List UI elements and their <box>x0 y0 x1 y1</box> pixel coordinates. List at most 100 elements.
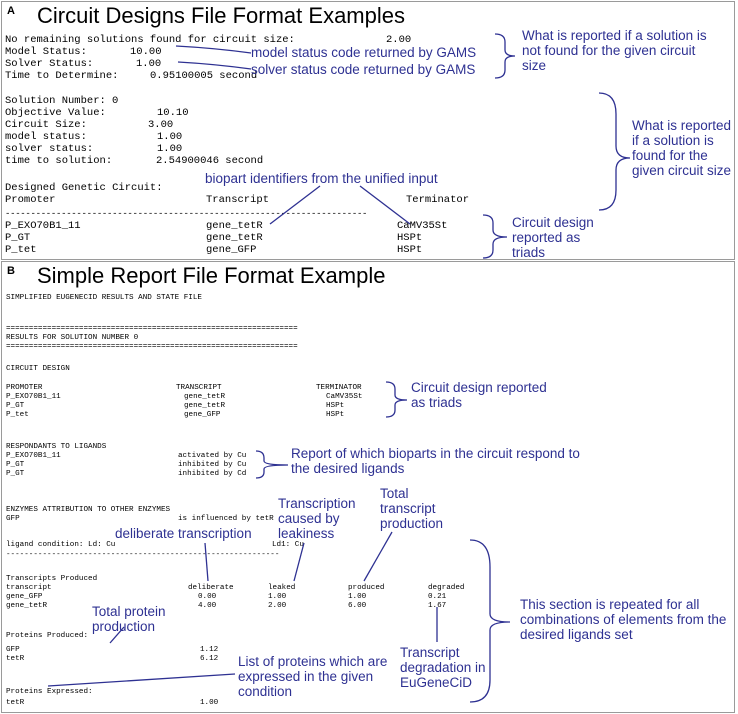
tp-row-2-degraded: 1.67 <box>428 602 447 610</box>
circuit-design-line: CIRCUIT DESIGN <box>6 365 70 373</box>
annotation-total-protein: Total protein production <box>92 604 166 634</box>
row-1-promoter: P_EXO70B1_11 <box>5 220 81 232</box>
tp-header-degraded: degraded <box>428 584 465 592</box>
cd-row-2-transcript: gene_tetR <box>184 402 226 410</box>
proteins-expressed-line: Proteins Expressed: <box>6 688 93 696</box>
header-terminator: Terminator <box>406 194 470 206</box>
model-status-2-label: model status: <box>5 131 87 143</box>
cd-row-1-terminator: CaMV35St <box>326 393 363 401</box>
pe-row-1-value: 1.00 <box>200 699 219 707</box>
row-2-promoter: P_GT <box>5 232 31 244</box>
annotation-expressed: List of proteins which are expressed in … <box>238 654 388 699</box>
time-determine-value: 0.95100005 second <box>150 70 258 82</box>
tp-row-2-produced: 6.00 <box>348 602 367 610</box>
tp-row-1-name: gene_GFP <box>6 593 43 601</box>
no-solution-label: No remaining solutions found for circuit… <box>5 34 295 46</box>
model-status-value: 10.00 <box>130 46 162 58</box>
annotation-bioparts: biopart identifiers from the unified inp… <box>205 171 438 186</box>
row-2-terminator: HSPt <box>397 232 423 244</box>
resp-row-2-part: P_GT <box>6 461 25 469</box>
annotation-leakiness: Transcription caused by leakiness <box>278 496 356 541</box>
pp-row-1-value: 1.12 <box>200 646 219 654</box>
designed-circuit-label: Designed Genetic Circuit: <box>5 182 163 194</box>
panel-a: A Circuit Designs File Format Examples N… <box>1 1 735 260</box>
tp-header-transcript: transcript <box>6 584 52 592</box>
annotation-total-transcript: Total transcript production <box>380 486 444 531</box>
tp-row-1-leaked: 1.00 <box>268 593 287 601</box>
cd-header-promoter: PROMOTER <box>6 384 43 392</box>
cd-row-2-terminator: HSPt <box>326 402 345 410</box>
enzymes-line: ENZYMES ATTRIBUTION TO OTHER ENZYMES <box>6 506 171 514</box>
pp-row-1-name: GFP <box>6 646 20 654</box>
solver-status-label: Solver Status: <box>5 58 94 70</box>
row-1-terminator: CaMV35St <box>397 220 448 232</box>
annotation-degradation: Transcript degradation in EuGeneCiD <box>400 645 486 690</box>
objective-value-value: 10.10 <box>157 107 189 119</box>
transcripts-produced-line: Transcripts Produced <box>6 575 98 583</box>
cd-row-3-terminator: HSPt <box>326 411 345 419</box>
row-2-transcript: gene_tetR <box>206 232 263 244</box>
cd-header-terminator: TERMINATOR <box>316 384 362 392</box>
time-solution-label: time to solution: <box>5 155 113 167</box>
annotation-triads-a: Circuit design reported as triads <box>512 215 594 260</box>
tp-row-1-produced: 1.00 <box>348 593 367 601</box>
row-3-terminator: HSPt <box>397 244 423 256</box>
annotation-deliberate: deliberate transcription <box>115 526 252 541</box>
resp-row-3-effect: inhibited by Cd <box>178 470 247 478</box>
tp-row-2-deliberate: 4.00 <box>198 602 217 610</box>
tp-row-2-leaked: 2.00 <box>268 602 287 610</box>
tp-row-1-deliberate: 0.00 <box>198 593 217 601</box>
cd-row-3-promoter: P_tet <box>6 411 29 419</box>
cd-row-2-promoter: P_GT <box>6 402 25 410</box>
panel-b-title: Simple Report File Format Example <box>37 263 386 288</box>
dash-line-b: ----------------------------------------… <box>6 551 280 559</box>
time-determine-label: Time to Determine: <box>5 70 119 82</box>
panel-b: B Simple Report File Format Example SIMP… <box>1 261 735 713</box>
model-status-label: Model Status: <box>5 46 87 58</box>
proteins-produced-line: Proteins Produced: <box>6 632 89 640</box>
ligand-condition-left: ligand condition: Ld: Cu <box>6 541 116 549</box>
pp-row-2-value: 6.12 <box>200 655 219 663</box>
cd-header-transcript: TRANSCRIPT <box>176 384 222 392</box>
objective-value-label: Objective Value: <box>5 107 106 119</box>
tp-header-deliberate: deliberate <box>188 584 234 592</box>
cd-row-3-transcript: gene_GFP <box>184 411 221 419</box>
annotation-respond: Report of which bioparts in the circuit … <box>291 446 580 476</box>
enzyme-row-part: GFP <box>6 515 20 523</box>
model-status-2-value: 1.00 <box>157 131 183 143</box>
solver-status-value: 1.00 <box>136 58 162 70</box>
tp-row-2-name: gene_tetR <box>6 602 48 610</box>
tp-header-leaked: leaked <box>268 584 296 592</box>
enzyme-row-effect: is influenced by tetR <box>178 515 274 523</box>
solver-status-2-value: 1.00 <box>157 143 183 155</box>
resp-row-3-part: P_GT <box>6 470 25 478</box>
annotation-triads-b: Circuit design reported as triads <box>411 380 547 410</box>
time-solution-value: 2.54900046 second <box>156 155 264 167</box>
cd-row-1-transcript: gene_tetR <box>184 393 226 401</box>
row-3-transcript: gene_GFP <box>206 244 257 256</box>
dash-line: ----------------------------------------… <box>5 209 368 219</box>
header-promoter: Promoter <box>5 194 56 206</box>
tp-header-produced: produced <box>348 584 385 592</box>
equals-line-2: ========================================… <box>6 343 298 351</box>
row-1-transcript: gene_tetR <box>206 220 263 232</box>
results-line: RESULTS FOR SOLUTION NUMBER 0 <box>6 334 139 342</box>
resp-row-1-part: P_EXO70B1_11 <box>6 452 61 460</box>
tp-row-1-degraded: 0.21 <box>428 593 447 601</box>
solver-status-2-label: solver status: <box>5 143 94 155</box>
resp-row-2-effect: inhibited by Cu <box>178 461 247 469</box>
annotation-found: What is reported if a solution is found … <box>632 118 732 178</box>
annotation-solver-code: solver status code returned by GAMS <box>251 62 476 77</box>
panel-b-letter: B <box>7 265 15 277</box>
solution-number-label: Solution Number: <box>5 95 106 107</box>
ligand-condition-right: Ld1: Cu <box>272 541 304 549</box>
cd-row-1-promoter: P_EXO70B1_11 <box>6 393 61 401</box>
pe-row-1-name: tetR <box>6 699 25 707</box>
row-3-promoter: P_tet <box>5 244 37 256</box>
panel-a-letter: A <box>7 5 15 17</box>
respondants-line: RESPONDANTS TO LIGANDS <box>6 443 107 451</box>
annotation-not-found: What is reported if a solution is not fo… <box>522 28 707 73</box>
circuit-size-value: 3.00 <box>148 119 174 131</box>
header-transcript: Transcript <box>206 194 270 206</box>
no-solution-value: 2.00 <box>386 34 412 46</box>
